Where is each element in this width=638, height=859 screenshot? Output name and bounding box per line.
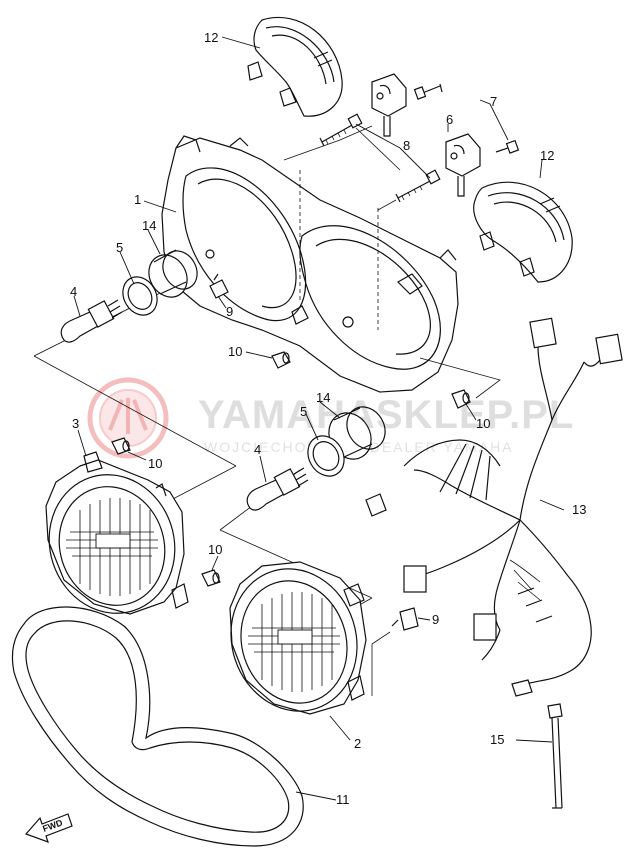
part-10-grommet-a — [271, 351, 291, 369]
part-14-socket-upper — [148, 249, 198, 298]
label-part-11: 11 — [336, 792, 350, 807]
callout-leader-lines — [73, 36, 565, 801]
yamaha-logo-icon — [87, 377, 169, 459]
label-part-12-right: 12 — [540, 148, 554, 163]
label-part-14-upper: 14 — [142, 218, 156, 233]
part-5-ring-lower — [307, 435, 345, 477]
label-part-12-top: 12 — [204, 30, 218, 45]
label-part-5-lower: 5 — [300, 404, 307, 419]
label-part-3: 3 — [72, 416, 79, 431]
part-4-bulb-lower — [246, 467, 309, 511]
label-part-5-upper: 5 — [116, 240, 123, 255]
label-part-6: 6 — [446, 112, 453, 127]
label-part-13: 13 — [572, 502, 586, 517]
part-5-ring-upper — [122, 276, 158, 316]
label-part-9-lower: 9 — [432, 612, 439, 627]
label-part-9-upper: 9 — [226, 304, 233, 319]
watermark-brand: YAMAHASKLEP.PL — [198, 393, 574, 437]
part-6-bracket-upper — [371, 73, 407, 137]
lens-pattern-left — [66, 498, 158, 596]
part-12-rim-right — [473, 181, 573, 283]
part-1-headlight-case — [161, 135, 459, 393]
part-12-rim-top — [247, 16, 343, 117]
part-10-grommet-b — [451, 389, 471, 409]
part-15-cable-tie — [547, 703, 563, 809]
label-part-10-d: 10 — [208, 542, 222, 557]
label-part-14-lower: 14 — [316, 390, 330, 405]
label-part-4-upper: 4 — [70, 284, 77, 299]
part-number-labels: 12 7 6 8 12 1 14 5 4 9 10 14 5 10 3 10 4… — [70, 30, 586, 807]
part-8-bolt-upper — [319, 113, 363, 147]
part-9-connector-upper — [209, 273, 229, 299]
part-8-bolt-lower — [395, 169, 441, 203]
watermark: YAMAHASKLEP.PL WOJCIECHOWSKI - DEALER YA… — [87, 377, 574, 459]
fwd-direction-arrow: FWD — [24, 813, 73, 843]
label-part-8: 8 — [403, 138, 410, 153]
part-7-bolt-lower — [495, 139, 520, 154]
part-13-wire-harness — [365, 317, 623, 697]
part-7-bolt-upper — [413, 83, 443, 100]
lens-pattern-right — [248, 592, 340, 692]
label-part-1: 1 — [134, 192, 141, 207]
part-2-headlight-unit-right — [229, 561, 367, 715]
label-part-7: 7 — [490, 94, 497, 109]
label-part-4-lower: 4 — [254, 442, 261, 457]
part-11-bezel — [11, 606, 304, 847]
label-part-2: 2 — [354, 736, 361, 751]
part-4-bulb-upper — [60, 299, 123, 343]
part-9-connector-lower — [391, 607, 419, 631]
label-part-10-a: 10 — [228, 344, 242, 359]
part-3-headlight-unit-left — [45, 451, 189, 615]
label-part-10-c: 10 — [148, 456, 162, 471]
part-6-bracket-lower — [445, 133, 481, 197]
label-part-10-b: 10 — [476, 416, 490, 431]
part-10-grommet-d — [201, 569, 221, 587]
part-10-grommet-c — [111, 437, 131, 455]
label-part-15: 15 — [490, 732, 504, 747]
